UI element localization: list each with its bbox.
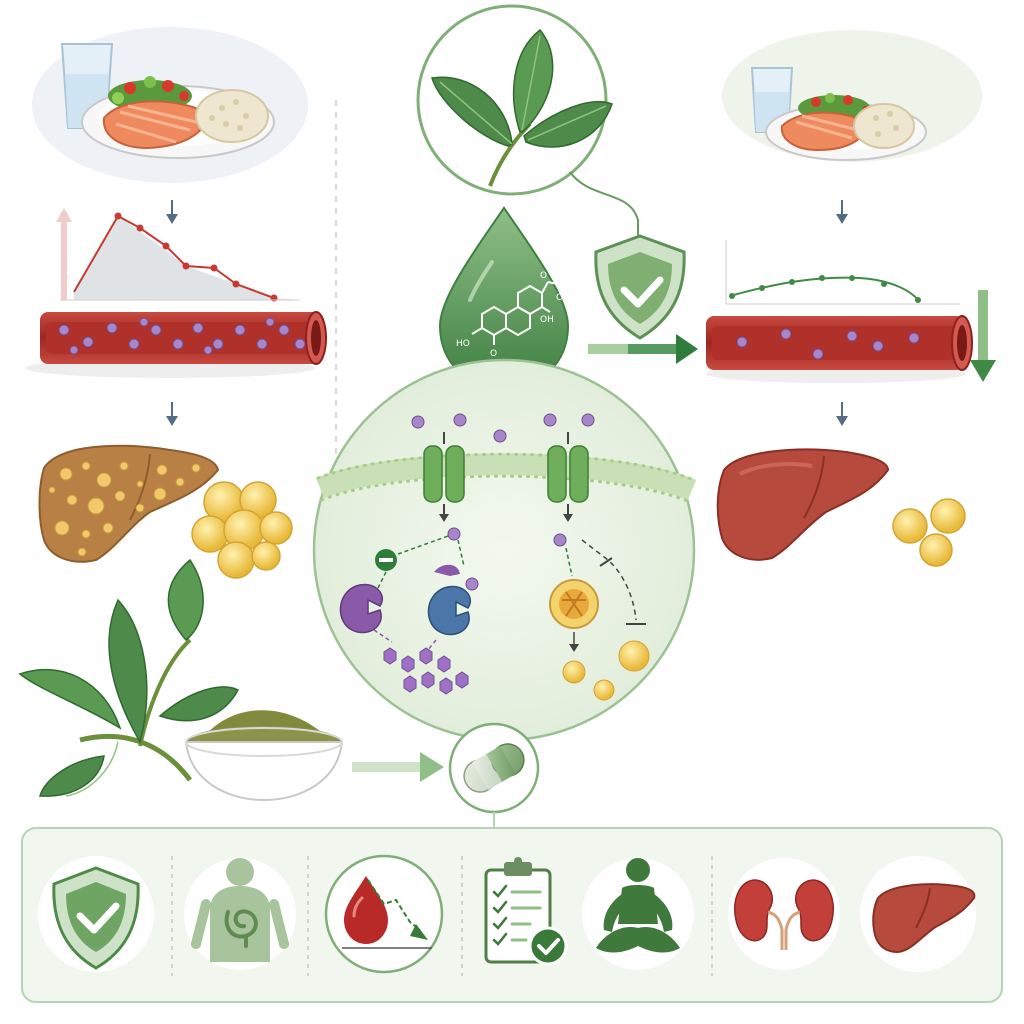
rice-icon xyxy=(195,89,269,143)
benefit-shield-check-icon xyxy=(38,856,154,972)
capsule-circle xyxy=(448,722,540,814)
benefit-kidneys-icon xyxy=(728,858,840,970)
fat-cells-small xyxy=(892,498,966,567)
cell-mechanism xyxy=(312,358,697,742)
arrow-down-left-1 xyxy=(166,200,178,224)
molecule-structure xyxy=(471,281,559,345)
molecule-oh-label: OH xyxy=(540,315,554,325)
molecule-ho-label: HO xyxy=(456,339,470,349)
transporter-right xyxy=(547,445,589,503)
enzyme-blue xyxy=(427,585,471,636)
shield-check-icon xyxy=(594,234,686,340)
arrow-down-right-2 xyxy=(836,402,848,426)
mitochondrion-icon xyxy=(549,579,599,629)
arrow-powder-to-capsule xyxy=(352,752,444,782)
arrow-down-right-1 xyxy=(836,200,848,224)
benefit-blood-sugar-drop-icon xyxy=(324,854,444,974)
salmon-icon xyxy=(780,111,868,152)
transporter-left xyxy=(423,445,465,503)
benefit-liver-icon xyxy=(860,856,976,972)
meal-left xyxy=(32,27,308,183)
healthy-liver-icon xyxy=(716,448,890,561)
blood-vessel-high-glucose xyxy=(25,311,327,378)
powder-bowl-icon xyxy=(184,710,344,802)
inhibition-icon xyxy=(375,549,397,571)
salad-icon xyxy=(798,93,870,121)
benefit-meditation-icon xyxy=(582,858,694,970)
arrow-right-to-vessel xyxy=(588,334,698,364)
glucose-spike-chart xyxy=(56,208,300,302)
rice-icon xyxy=(853,103,915,149)
enzyme-small xyxy=(434,564,479,591)
meal-right xyxy=(722,30,982,162)
benefits-panel xyxy=(21,827,1003,1003)
enzyme-purple xyxy=(339,583,383,634)
molecule-carboxyl-label: OH xyxy=(556,293,570,303)
blood-vessel-normal-glucose xyxy=(706,315,973,383)
decrease-arrow-icon xyxy=(970,290,996,382)
glucose-stable-chart xyxy=(725,240,960,305)
fat-cells-large xyxy=(191,481,293,579)
molecule-o-label: O xyxy=(490,349,497,359)
benefit-checklist-icon xyxy=(484,857,568,966)
arrow-down-left-2 xyxy=(166,402,178,426)
connector-line xyxy=(569,171,639,236)
salmon-icon xyxy=(102,100,208,150)
fatty-liver-icon xyxy=(38,444,220,563)
benefit-digestion-icon xyxy=(184,858,296,970)
herb-plant-icon xyxy=(18,558,240,797)
molecule-carbonyl-label: O xyxy=(540,271,547,281)
herb-leaves-circle xyxy=(416,4,613,196)
glycogen-chain xyxy=(383,647,469,695)
molecule-text: HO O OH O OH xyxy=(456,271,570,359)
